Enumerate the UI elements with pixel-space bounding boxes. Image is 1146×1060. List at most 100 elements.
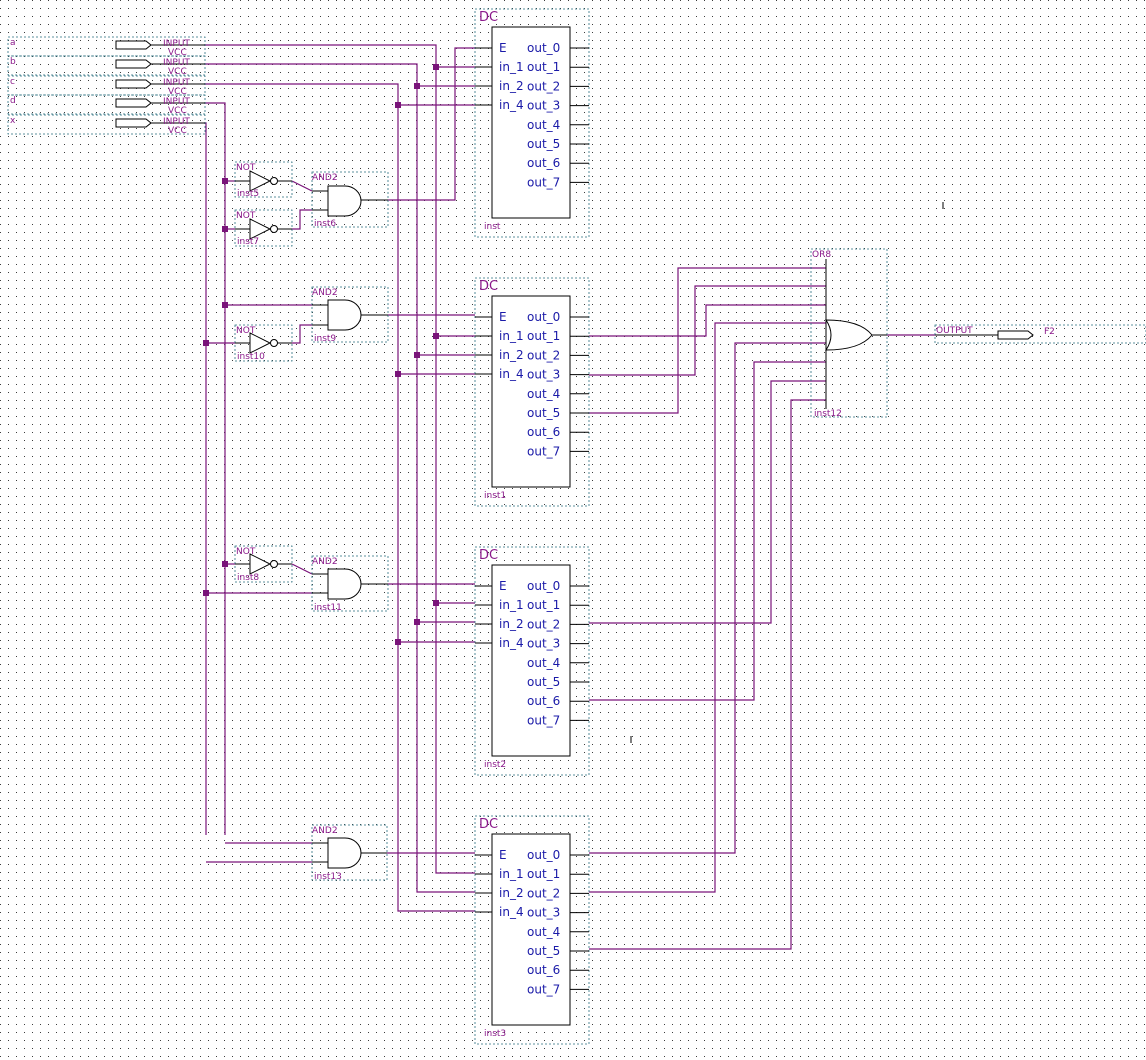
gate-inst: inst9 <box>314 334 336 344</box>
decoder-input-label: in_1 <box>499 867 524 881</box>
gate-type: NOT <box>236 163 256 173</box>
wire <box>205 83 399 835</box>
decoder-output-label: out_1 <box>527 60 560 74</box>
input-pin-c[interactable]: c INPUT VCC <box>7 75 206 97</box>
decoder-output-label: out_6 <box>527 694 560 708</box>
junction-dot <box>414 619 420 625</box>
decoder-inst2[interactable]: DCEin_1in_2in_4out_0out_1out_2out_3out_4… <box>474 546 590 776</box>
not-gate-inst7[interactable]: NOT inst7 <box>234 209 293 247</box>
decoder-output-label: out_0 <box>527 848 560 862</box>
input-supply: VCC <box>168 48 187 58</box>
wire <box>589 267 826 414</box>
junction-dot <box>414 83 420 89</box>
decoder-output-label: out_5 <box>527 406 560 420</box>
input-type: INPUT <box>163 58 190 68</box>
decoder-output-label: out_5 <box>527 137 560 151</box>
wire <box>589 342 826 854</box>
decoder-output-label: out_4 <box>527 387 560 401</box>
decoder-output-label: out_0 <box>527 310 560 324</box>
junction-dot <box>395 371 401 377</box>
decoder-output-label: out_7 <box>527 713 560 727</box>
decoder-inst[interactable]: DCEin_1in_2in_4out_0out_1out_2out_3out_4… <box>474 8 590 238</box>
wire <box>397 835 475 912</box>
decoder-inst3[interactable]: DCEin_1in_2in_4out_0out_1out_2out_3out_4… <box>474 815 590 1045</box>
wire <box>589 304 826 337</box>
not-gate-inst8[interactable]: NOT inst8 <box>234 545 293 583</box>
input-name: x <box>10 116 16 126</box>
decoder-input-label: in_4 <box>499 367 524 381</box>
wire <box>589 322 826 893</box>
junction-dot <box>222 302 228 308</box>
decoder-output-label: out_1 <box>527 598 560 612</box>
decoder-output-label: out_4 <box>527 656 560 670</box>
input-pin-b[interactable]: b INPUT VCC <box>7 55 206 77</box>
wire <box>416 835 475 893</box>
output-name: F2 <box>1044 327 1055 337</box>
gate-inst: inst13 <box>314 872 342 882</box>
gate-inst: inst7 <box>237 237 259 247</box>
gate-type: AND2 <box>312 557 338 567</box>
junction-dot <box>222 561 228 567</box>
wire <box>291 563 313 575</box>
decoder-output-label: out_6 <box>527 156 560 170</box>
and-gate-inst6[interactable]: AND2 inst6 <box>311 171 389 229</box>
wire <box>589 361 826 701</box>
input-name: c <box>10 77 15 87</box>
wire <box>291 180 313 192</box>
and-gate-inst11[interactable]: AND2 inst11 <box>311 555 389 613</box>
gate-type: NOT <box>236 547 256 557</box>
decoder-output-label: out_3 <box>527 99 560 113</box>
not-gate-inst5[interactable]: NOT inst5 <box>234 161 293 199</box>
decoder-input-label: in_2 <box>499 348 524 362</box>
decoder-output-label: out_7 <box>527 444 560 458</box>
wire <box>292 324 312 344</box>
decoder-output-label: out_2 <box>527 617 560 631</box>
input-type: INPUT <box>163 117 190 127</box>
input-pin-a[interactable]: a INPUT VCC <box>7 36 206 58</box>
decoder-inst: inst1 <box>484 491 506 501</box>
decoder-input-label: E <box>499 41 507 55</box>
gate-type: AND2 <box>312 173 338 183</box>
decoder-input-label: in_2 <box>499 617 524 631</box>
decoder-input-label: in_4 <box>499 98 524 112</box>
and-gate-inst13[interactable]: AND2 inst13 <box>311 824 388 882</box>
decoder-input-label: in_2 <box>499 79 524 93</box>
decoder-output-label: out_4 <box>527 118 560 132</box>
input-name: a <box>10 38 16 48</box>
decoder-output-label: out_4 <box>527 925 560 939</box>
input-pin-d[interactable]: d INPUT VCC <box>7 94 206 116</box>
input-supply: VCC <box>168 126 187 136</box>
and-gate-inst9[interactable]: AND2 inst9 <box>311 286 389 344</box>
decoder-type: DC <box>479 10 498 25</box>
gate-inst: inst8 <box>237 573 259 583</box>
decoder-output-label: out_7 <box>527 175 560 189</box>
or-gate-inst12[interactable]: OR8 inst12 <box>810 248 888 419</box>
input-supply: VCC <box>168 106 187 116</box>
output-type: OUTPUT <box>936 326 973 336</box>
gate-inst: inst6 <box>314 219 336 229</box>
decoder-inst: inst3 <box>484 1029 506 1039</box>
gate-type: AND2 <box>312 826 338 836</box>
wire <box>292 209 312 230</box>
decoder-output-label: out_6 <box>527 425 560 439</box>
input-pin-x[interactable]: x INPUT VCC <box>7 114 206 136</box>
decoder-output-label: out_6 <box>527 963 560 977</box>
decoder-inst: inst <box>484 222 501 232</box>
junction-dot <box>203 340 209 346</box>
junction-dot <box>433 64 439 70</box>
decoder-input-label: E <box>499 848 507 862</box>
decoder-output-label: out_2 <box>527 348 560 362</box>
wire <box>205 44 437 835</box>
gate-type: AND2 <box>312 288 338 298</box>
junction-dot <box>414 352 420 358</box>
gate-type: OR8 <box>812 250 831 260</box>
decoder-type: DC <box>479 548 498 563</box>
gate-type: NOT <box>236 326 256 336</box>
output-pin-f2[interactable]: OUTPUT F2 <box>934 324 1146 344</box>
wire <box>388 47 475 201</box>
not-gate-inst10[interactable]: NOT inst10 <box>234 324 293 362</box>
decoder-inst1[interactable]: DCEin_1in_2in_4out_0out_1out_2out_3out_4… <box>474 277 590 507</box>
decoder-type: DC <box>479 817 498 832</box>
